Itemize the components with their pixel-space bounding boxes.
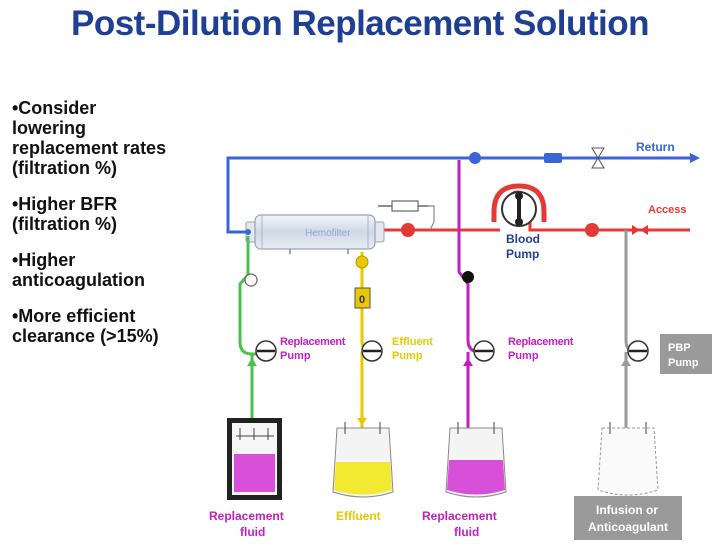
replacement-pump-right-label-2: Pump xyxy=(508,350,539,362)
replacement-fluid-right-label-1: Replacement xyxy=(422,509,497,523)
replacement-pump-right xyxy=(473,340,495,362)
replacement-line-left xyxy=(238,236,258,426)
replacement-fluid-right-label-2: fluid xyxy=(454,525,479,539)
return-line xyxy=(226,153,700,234)
effluent-pump-label-2: Pump xyxy=(392,350,423,362)
replacement-pump-left-label-2: Pump xyxy=(280,350,311,362)
syringe-icon xyxy=(378,200,435,231)
replacement-fluid-bag-left xyxy=(227,418,282,500)
replacement-line-right xyxy=(457,160,481,428)
return-air-detector xyxy=(469,152,481,164)
effluent-pressure-point xyxy=(355,255,369,269)
prefilter-pressure-point xyxy=(401,223,415,237)
access-pressure-point xyxy=(585,223,599,237)
blood-leak-detector-label: 0 xyxy=(359,294,365,306)
blood-pump-label-1: Blood xyxy=(506,232,540,246)
replacement-pump-left-label-1: Replacement xyxy=(280,336,346,348)
bullet-item: •More efficient clearance (>15%) xyxy=(12,306,159,346)
bullet-item: •Higher anticoagulation xyxy=(12,250,146,290)
page-title: Post-Dilution Replacement Solution xyxy=(70,4,650,43)
replacement-fluid-left-label-1: Replacement xyxy=(209,509,284,523)
replacement-right-air-trap xyxy=(462,271,474,283)
access-clamp-icon xyxy=(632,225,648,235)
replacement-fluid-bag-right xyxy=(445,422,507,498)
hemofilter-label: Hemofilter xyxy=(305,228,351,239)
bullet-list: •Consider lowering replacement rates (fi… xyxy=(12,98,212,362)
return-clamp-icon xyxy=(591,147,605,169)
access-label: Access xyxy=(648,204,687,216)
effluent-bag xyxy=(332,422,394,498)
replacement-pump-right-label-1: Replacement xyxy=(508,336,574,348)
effluent-bag-label: Effluent xyxy=(336,509,381,523)
infusion-label-box xyxy=(574,496,682,540)
filter-outlet-point xyxy=(245,229,251,235)
effluent-line xyxy=(357,252,373,428)
return-sensor xyxy=(544,153,562,163)
pbp-pump-label-1: PBP xyxy=(668,342,691,354)
infusion-label-1: Infusion or xyxy=(596,503,658,517)
bullet-item: •Consider lowering replacement rates (fi… xyxy=(12,98,167,178)
pbp-pump-label-box xyxy=(660,334,712,374)
blood-pump-label-2: Pump xyxy=(506,247,539,261)
pbp-pump-label-2: Pump xyxy=(668,357,699,369)
effluent-pump-label-1: Effluent xyxy=(392,336,433,348)
pbp-line xyxy=(621,230,637,428)
pbp-pump xyxy=(627,340,649,362)
replacement-fluid-left-label-2: fluid xyxy=(240,525,265,539)
blood-pump xyxy=(491,183,547,227)
infusion-label-2: Anticoagulant xyxy=(588,520,668,534)
infusion-bag xyxy=(597,422,659,496)
effluent-pump xyxy=(361,340,383,362)
bullet-item: •Higher BFR (filtration %) xyxy=(12,194,118,234)
replacement-pump-left xyxy=(255,340,277,362)
blood-leak-detector xyxy=(354,287,371,309)
replacement-air-trap xyxy=(244,273,258,287)
return-label: Return xyxy=(636,140,675,154)
